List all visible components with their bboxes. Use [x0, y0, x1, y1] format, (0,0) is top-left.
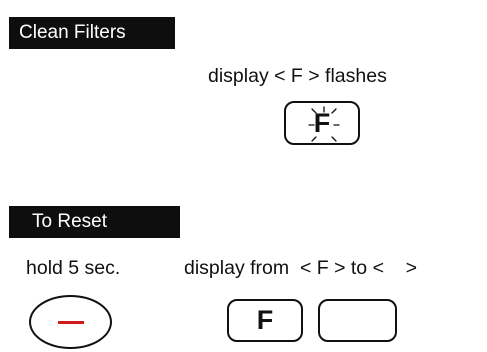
display-blank-box — [318, 299, 397, 342]
flashing-f-char: F — [313, 107, 331, 138]
minus-icon — [58, 321, 84, 324]
display-change-description: display from < F > to < > — [184, 257, 418, 279]
display-f-char: F — [256, 305, 274, 335]
minus-button[interactable] — [29, 295, 112, 349]
flash-rays-icon — [308, 106, 340, 142]
display-f-box: F — [227, 299, 303, 342]
display-blank-char — [320, 301, 395, 340]
flash-description: display < F > flashes — [208, 65, 387, 87]
to-reset-header: To Reset — [9, 206, 180, 238]
flashing-f-display: F — [284, 101, 360, 145]
clean-filters-header: Clean Filters — [9, 17, 175, 49]
hold-instruction: hold 5 sec. — [26, 257, 121, 279]
